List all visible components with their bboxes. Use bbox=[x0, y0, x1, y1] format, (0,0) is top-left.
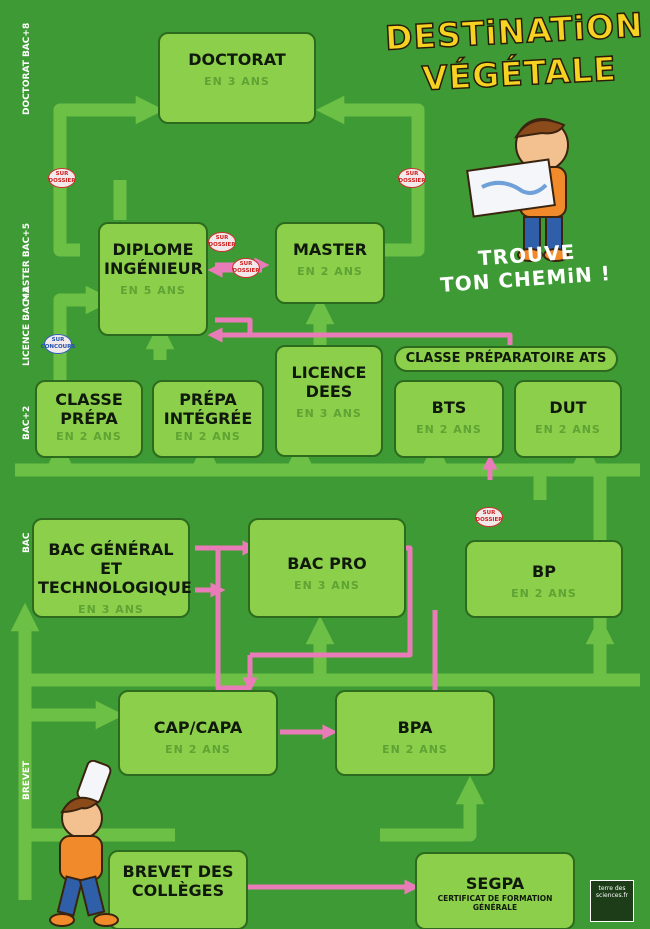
bpa-box[interactable]: BPA EN 2 ANS bbox=[335, 690, 495, 776]
dut-box[interactable]: DUT EN 2 ANS bbox=[514, 380, 622, 458]
segpa-title: SEGPA bbox=[465, 874, 525, 893]
ingenieur-box[interactable]: DIPLOME INGÉNIEUR EN 5 ANS bbox=[98, 222, 208, 336]
sur-dossier-badge-doctorat-right: SUR DOSSIER bbox=[398, 168, 426, 188]
bts-duration: EN 2 ANS bbox=[416, 423, 482, 436]
classe-prepa-title: CLASSE PRÉPA bbox=[55, 390, 123, 428]
level-bac2-label: BAC+2 bbox=[22, 405, 32, 440]
level-licence-label: LICENCE BAC+3 bbox=[22, 286, 32, 367]
level-bac-label: BAC bbox=[22, 532, 32, 553]
segpa-box[interactable]: SEGPA CERTIFICAT DE FORMATION GÉNÉRALE bbox=[415, 852, 575, 929]
licence-title: LICENCE DEES bbox=[291, 363, 367, 401]
prepa-integree-title: PRÉPA INTÉGRÉE bbox=[163, 390, 253, 428]
bts-box[interactable]: BTS EN 2 ANS bbox=[394, 380, 504, 458]
licence-duration: EN 3 ANS bbox=[296, 407, 362, 420]
bac-general-box[interactable]: BAC GÉNÉRAL ET TECHNOLOGIQUE EN 3 ANS bbox=[32, 518, 192, 618]
sur-concours-badge: SUR CONCOURS bbox=[41, 334, 75, 354]
bac-pro-box[interactable]: BAC PRO EN 3 ANS bbox=[248, 518, 406, 618]
bpa-duration: EN 2 ANS bbox=[382, 743, 448, 756]
dut-duration: EN 2 ANS bbox=[535, 423, 601, 436]
bp-title: BP bbox=[532, 562, 556, 581]
bac-general-duration: EN 3 ANS bbox=[78, 603, 144, 616]
doctorat-duration: EN 3 ANS bbox=[204, 75, 270, 88]
cap-capa-title: CAP/CAPA bbox=[153, 718, 243, 737]
brevet-box[interactable]: BREVET DES COLLÈGES bbox=[108, 850, 248, 929]
sur-dossier-badge-master-top: SUR DOSSIER bbox=[208, 232, 236, 252]
bp-box[interactable]: BP EN 2 ANS bbox=[465, 540, 623, 618]
boy-with-scroll-illustration bbox=[49, 760, 119, 927]
brevet-title: BREVET DES COLLÈGES bbox=[122, 862, 234, 900]
master-duration: EN 2 ANS bbox=[297, 265, 363, 278]
licence-box[interactable]: LICENCE DEES EN 3 ANS bbox=[275, 345, 383, 457]
level-doctorat-label: DOCTORAT BAC+8 bbox=[22, 22, 32, 115]
dut-title: DUT bbox=[549, 398, 587, 417]
classe-prepa-duration: EN 2 ANS bbox=[56, 430, 122, 443]
terre-des-sciences-logo: terre des sciences.fr bbox=[590, 880, 634, 922]
doctorat-box[interactable]: DOCTORAT EN 3 ANS bbox=[158, 32, 316, 124]
sur-dossier-badge-doctorat-left: SUR DOSSIER bbox=[48, 168, 76, 188]
cap-capa-duration: EN 2 ANS bbox=[165, 743, 231, 756]
ingenieur-duration: EN 5 ANS bbox=[120, 284, 186, 297]
segpa-subtitle: CERTIFICAT DE FORMATION GÉNÉRALE bbox=[437, 894, 553, 912]
sur-dossier-badge-master-bottom: SUR DOSSIER bbox=[232, 258, 260, 278]
prepa-integree-box[interactable]: PRÉPA INTÉGRÉE EN 2 ANS bbox=[152, 380, 264, 458]
bac-pro-duration: EN 3 ANS bbox=[294, 579, 360, 592]
bts-title: BTS bbox=[431, 398, 467, 417]
bac-general-title: BAC GÉNÉRAL ET TECHNOLOGIQUE bbox=[38, 540, 192, 597]
master-box[interactable]: MASTER EN 2 ANS bbox=[275, 222, 385, 304]
ingenieur-title: DIPLOME INGÉNIEUR bbox=[104, 240, 203, 278]
sur-dossier-badge-bts: SUR DOSSIER bbox=[475, 507, 503, 527]
bpa-title: BPA bbox=[397, 718, 433, 737]
bp-duration: EN 2 ANS bbox=[511, 587, 577, 600]
master-title: MASTER bbox=[293, 240, 367, 259]
level-brevet-label: BREVET bbox=[22, 760, 32, 800]
prepa-integree-duration: EN 2 ANS bbox=[175, 430, 241, 443]
doctorat-title: DOCTORAT bbox=[188, 50, 286, 69]
boy-with-map-illustration bbox=[466, 118, 569, 262]
cap-capa-box[interactable]: CAP/CAPA EN 2 ANS bbox=[118, 690, 278, 776]
ats-header: CLASSE PRÉPARATOIRE ATS bbox=[394, 346, 618, 372]
classe-prepa-box[interactable]: CLASSE PRÉPA EN 2 ANS bbox=[35, 380, 143, 458]
bac-pro-title: BAC PRO bbox=[287, 554, 367, 573]
